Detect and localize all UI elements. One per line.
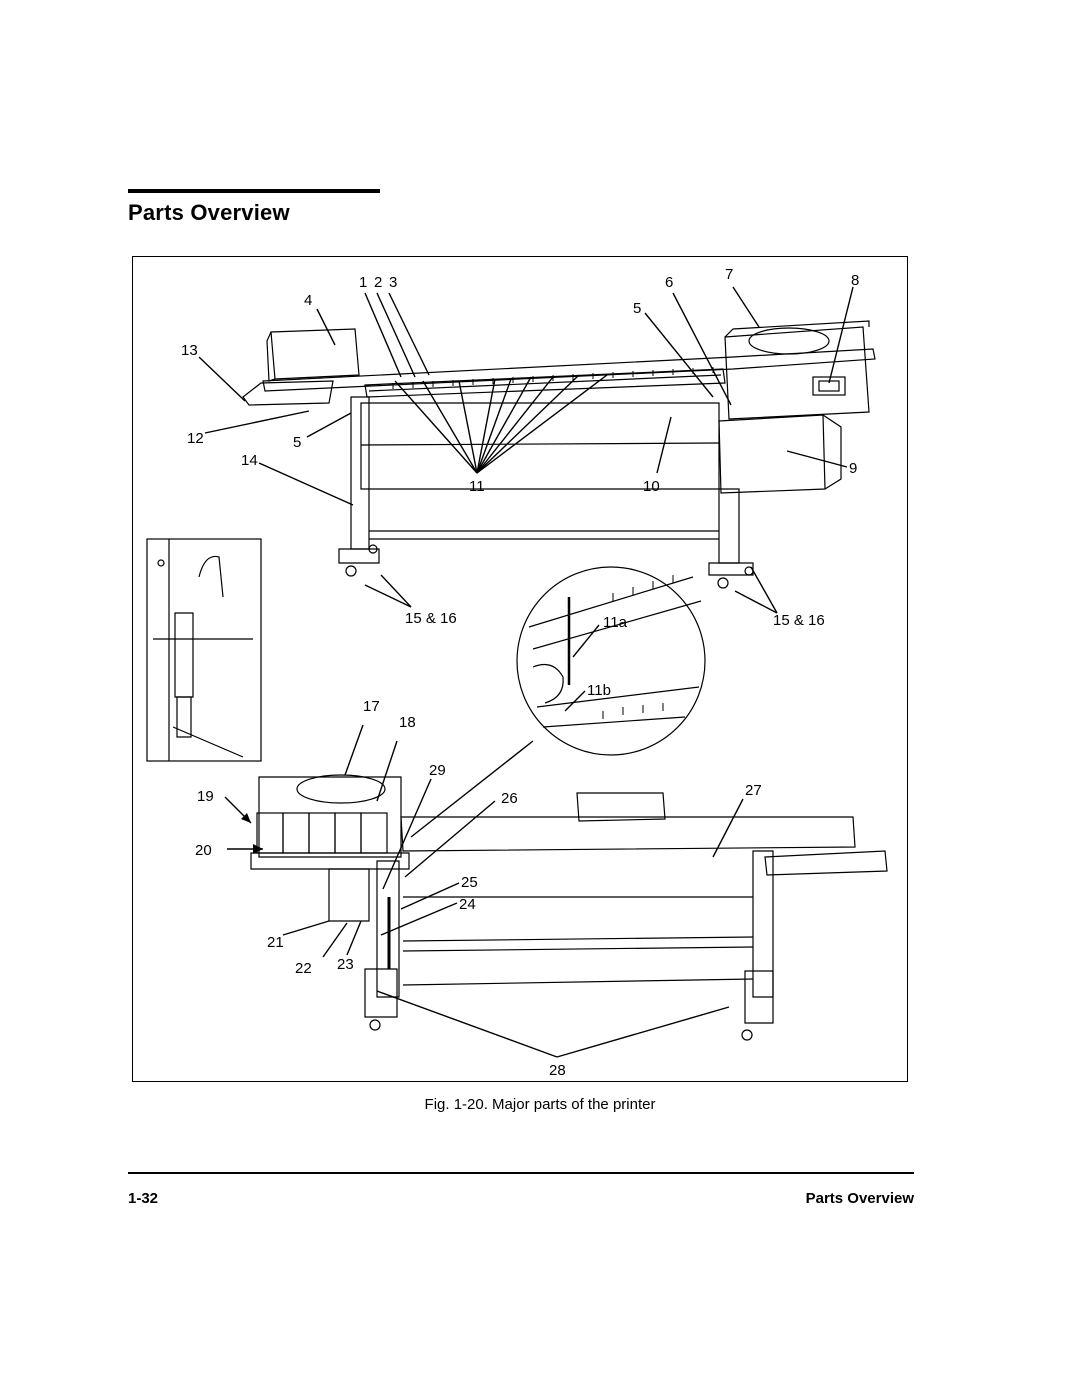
callout-21: 21 [267,934,284,951]
callout-11a: 11a [603,614,628,631]
callout-3: 3 [389,274,397,291]
callout-26: 26 [501,790,518,807]
callout-18: 18 [399,714,416,731]
callout-12: 12 [187,430,204,447]
callout-9: 9 [849,460,857,477]
callout-11: 11 [469,478,485,495]
page-number: 1-32 [128,1190,159,1207]
callout-22: 22 [295,960,312,977]
section-title: Parts Overview [128,200,290,225]
callout-5-left: 5 [293,434,301,451]
callout-7: 7 [725,266,733,283]
callout-24: 24 [459,896,476,913]
figure-caption: Fig. 1-20. Major parts of the printer [424,1096,656,1113]
callout-2: 2 [374,274,382,291]
callout-10: 10 [643,478,660,495]
callout-25: 25 [461,874,478,891]
callout-27: 27 [745,782,762,799]
callout-8: 8 [851,272,859,289]
callout-20: 20 [195,842,212,859]
callout-4: 4 [304,292,312,309]
callout-19: 19 [197,788,214,805]
callout-labels: 1 2 3 4 5 6 7 8 13 12 5 14 11 10 9 15 & … [181,266,859,1079]
figure-frame: 1 2 3 4 5 6 7 8 13 12 5 14 11 10 9 15 & … [132,256,908,1082]
callout-17: 17 [363,698,380,715]
bottom-printer-drawing [250,774,888,1041]
top-printer-drawing [242,320,876,589]
callout-23: 23 [337,956,354,973]
callout-14: 14 [241,452,258,469]
footer-rule [128,1172,914,1174]
callout-15-16-left: 15 & 16 [405,610,457,627]
callout-28: 28 [549,1062,566,1079]
side-view-inset [146,538,262,762]
printer-diagram: 1 2 3 4 5 6 7 8 13 12 5 14 11 10 9 15 & … [146,266,888,1079]
leader-lines [198,286,854,1058]
callout-29: 29 [429,762,446,779]
callout-5-right: 5 [633,300,641,317]
detail-circle [516,566,706,756]
callout-15-16-right: 15 & 16 [773,612,825,629]
callout-11b: 11b [587,682,611,699]
callout-6: 6 [665,274,673,291]
callout-1: 1 [359,274,367,291]
running-footer-title: Parts Overview [805,1190,914,1207]
title-rule [128,189,380,193]
callout-13: 13 [181,342,198,359]
